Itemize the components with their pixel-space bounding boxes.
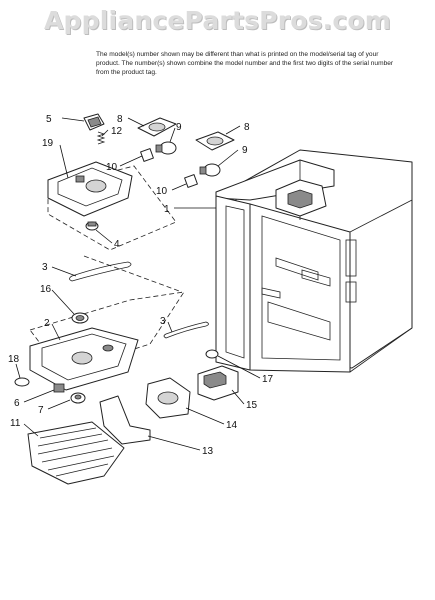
lamp-socket-right [184, 174, 198, 188]
refrigerator-liner [215, 149, 413, 373]
callout-10-lower: 10 [156, 186, 168, 197]
callout-18: 18 [8, 354, 20, 365]
callout-14: 14 [226, 420, 238, 431]
lamp-bulb-left [155, 141, 177, 155]
callout-13: 13 [202, 446, 214, 457]
callout-5: 5 [46, 114, 52, 125]
lower-housing-plate [29, 327, 139, 391]
callout-3-left: 3 [42, 262, 48, 273]
callout-3-right: 3 [160, 316, 166, 327]
gasket-ring [14, 377, 30, 387]
clip-part [53, 383, 65, 393]
callout-8-lower: 8 [244, 122, 250, 133]
callout-8-upper: 8 [117, 114, 123, 125]
gear-part [71, 312, 89, 324]
lamp-socket-left [140, 148, 154, 162]
model-number-notice: The model(s) number shown may be differe… [96, 51, 394, 76]
cap-part [205, 349, 219, 359]
callout-2: 2 [44, 318, 50, 329]
upper-housing-plate [47, 161, 133, 217]
callout-6: 6 [14, 398, 20, 409]
belt-part-left [69, 261, 132, 282]
lamp-cover-upper-left [137, 117, 177, 137]
watermark-logo: AppliancePartsPros.com [43, 6, 392, 35]
motor-part [85, 221, 99, 231]
callout-1: 1 [164, 204, 170, 215]
callout-9-upper: 9 [176, 122, 182, 133]
callout-15: 15 [246, 400, 258, 411]
grille-cover [27, 421, 125, 485]
callout-10-upper: 10 [106, 162, 118, 173]
callout-7: 7 [38, 405, 44, 416]
lamp-bulb-right [199, 163, 221, 177]
leader-lines [15, 117, 261, 451]
callout-numbers: 5 12 8 9 10 19 8 9 10 1 4 3 16 2 18 6 7 … [8, 114, 274, 457]
callout-9-lower: 9 [242, 145, 248, 156]
spring-part [96, 131, 106, 145]
callout-16: 16 [40, 284, 52, 295]
belt-part-right [163, 321, 209, 339]
damper-part [197, 365, 239, 401]
callout-11: 11 [10, 418, 21, 429]
knob-part [70, 392, 86, 404]
lamp-cover-upper-right [195, 131, 235, 151]
callout-4: 4 [114, 239, 120, 250]
callout-12: 12 [111, 126, 123, 137]
callout-19: 19 [42, 138, 54, 149]
deflector-part [99, 395, 151, 445]
duct-part [145, 377, 191, 419]
callout-17: 17 [262, 374, 274, 385]
switch-part [83, 113, 105, 131]
